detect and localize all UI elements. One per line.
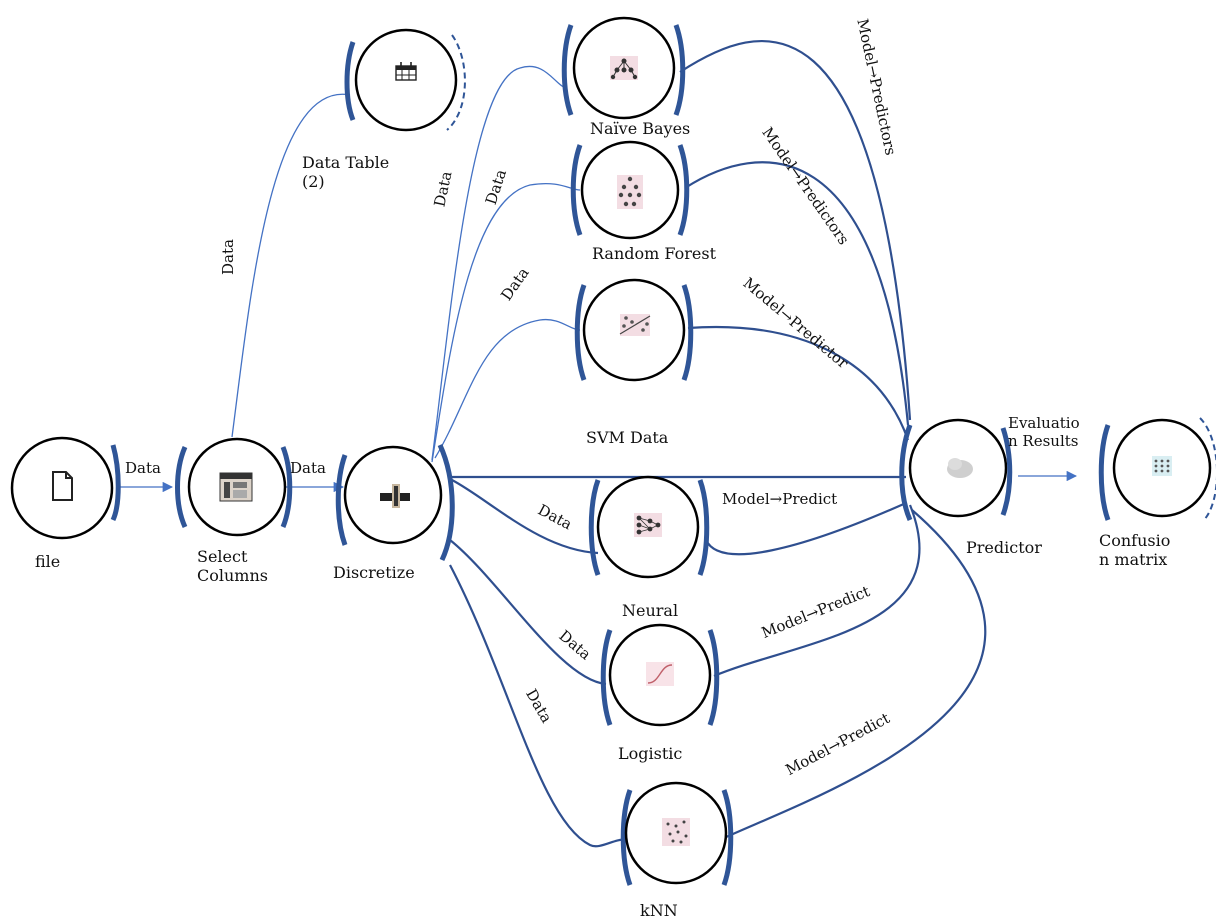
svm-icon	[619, 314, 651, 336]
node-knn[interactable]	[620, 781, 734, 886]
node-confusion-matrix[interactable]	[1098, 417, 1216, 521]
naive-bayes-icon	[610, 56, 638, 80]
edge-label-select-datatable: Data	[218, 239, 237, 275]
label-knn: kNN	[640, 901, 678, 920]
node-logistic[interactable]	[600, 623, 720, 727]
label-discretize: Discretize	[333, 563, 415, 582]
label-neural-network: Neural	[622, 601, 679, 620]
node-naive-bayes[interactable]	[561, 16, 686, 120]
edge-label-pred-cm: Evaluatio n Results	[1008, 414, 1080, 450]
node-file[interactable]	[10, 436, 121, 540]
node-data-table[interactable]	[344, 28, 466, 132]
label-data-table-text: Data Table (2)	[302, 153, 390, 192]
node-random-forest[interactable]	[570, 140, 690, 240]
document-icon	[52, 471, 73, 501]
neural-network-icon	[634, 513, 662, 537]
node-neural-network[interactable]	[588, 475, 710, 579]
node-svm[interactable]	[574, 278, 694, 382]
select-columns-icon	[219, 472, 253, 502]
label-confusion-matrix: Confusio n matrix	[1099, 531, 1170, 569]
edge-label-file-select: Data	[125, 459, 161, 477]
link-select-datatable[interactable]	[231, 93, 351, 438]
link-knn-pred[interactable]	[723, 509, 987, 840]
label-select-columns-text: Select Columns	[197, 547, 268, 586]
knn-icon	[662, 818, 690, 846]
label-svm: SVM Data	[586, 428, 668, 447]
label-naive-bayes: Naïve Bayes	[590, 119, 691, 138]
link-disc-logistic[interactable]	[449, 539, 607, 686]
label-file: file	[35, 552, 61, 571]
link-disc-knn[interactable]	[449, 564, 626, 848]
label-svm-text: SVM	[586, 428, 625, 447]
node-discretize[interactable]	[335, 443, 455, 562]
confusion-matrix-icon	[1152, 456, 1172, 476]
link-log-pred[interactable]	[713, 504, 921, 678]
data-table-icon	[395, 62, 417, 81]
link-rf-pred[interactable]	[684, 161, 910, 426]
label-logistic: Logistic	[618, 744, 683, 763]
link-nn-pred[interactable]	[705, 501, 907, 556]
discretize-icon	[380, 484, 410, 508]
link-disc-nb[interactable]	[431, 65, 567, 461]
link-nb-pred[interactable]	[679, 39, 912, 421]
link-disc-svm[interactable]	[434, 318, 581, 459]
edge-label-nn-pred: Model→Predict	[722, 490, 838, 508]
edge-label-pred-cm-text: Evaluatio n Results	[1008, 414, 1080, 450]
node-predictor[interactable]	[899, 418, 1013, 522]
random-forest-icon	[617, 175, 643, 209]
label-random-forest: Random Forest	[592, 244, 717, 263]
edge-label-select-discretize: Data	[290, 459, 326, 477]
link-disc-nn[interactable]	[451, 479, 599, 555]
edge-label-disc-predictor: Data	[630, 428, 669, 447]
label-data-table: Data Table (2)	[302, 153, 389, 191]
link-svm-pred[interactable]	[687, 325, 910, 441]
label-predictor: Predictor	[966, 538, 1042, 557]
node-select-columns[interactable]	[175, 437, 293, 537]
predictions-icon	[947, 458, 973, 478]
logistic-regression-icon	[646, 662, 674, 686]
label-select-columns: Select Columns	[197, 547, 287, 585]
label-confusion-matrix-text: Confusio n matrix	[1099, 531, 1171, 570]
link-disc-rf[interactable]	[431, 183, 581, 463]
